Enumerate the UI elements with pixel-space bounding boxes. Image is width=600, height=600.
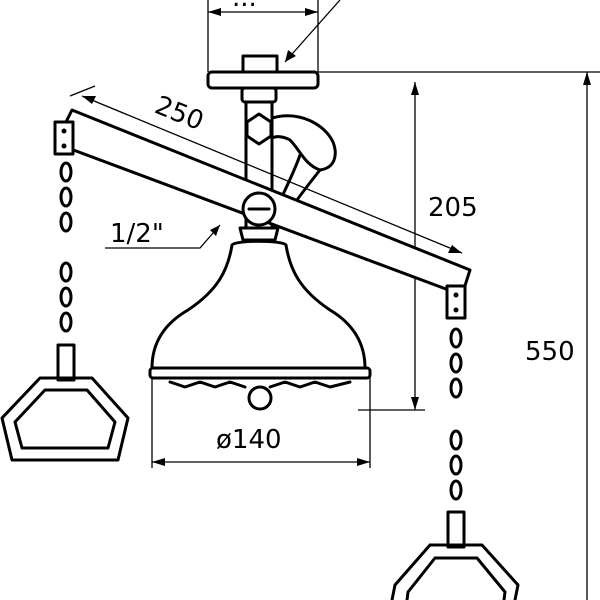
ceiling-plate [206,70,320,90]
left-chain [0,161,130,462]
head-to-arm-label: 205 [428,193,478,223]
hex-nut [245,112,273,146]
head-diameter-label: ø140 [216,425,282,455]
swing-arm [53,108,472,320]
dimension-lines [69,0,600,600]
right-handle-inner [405,556,507,600]
center-nozzle [247,385,273,411]
arrowheads [82,8,591,466]
thread-size-label: 1/2" [110,219,164,249]
top-width-label: ... [232,0,257,13]
head-bell [150,239,367,370]
arm-length-label: 250 [150,91,207,137]
left-bracket [53,120,75,156]
left-handle-outer [0,376,130,462]
left-handle-inner [13,388,117,450]
right-handle-outer [390,543,520,600]
valve-lever [270,114,337,172]
ceiling-nut [241,54,279,74]
head-rim [148,366,372,380]
right-bracket [445,284,467,320]
shower-head [148,226,372,411]
right-chain [390,327,520,600]
nozzles [168,380,352,389]
total-height-label: 550 [525,337,575,367]
pipe-assembly [206,54,337,242]
